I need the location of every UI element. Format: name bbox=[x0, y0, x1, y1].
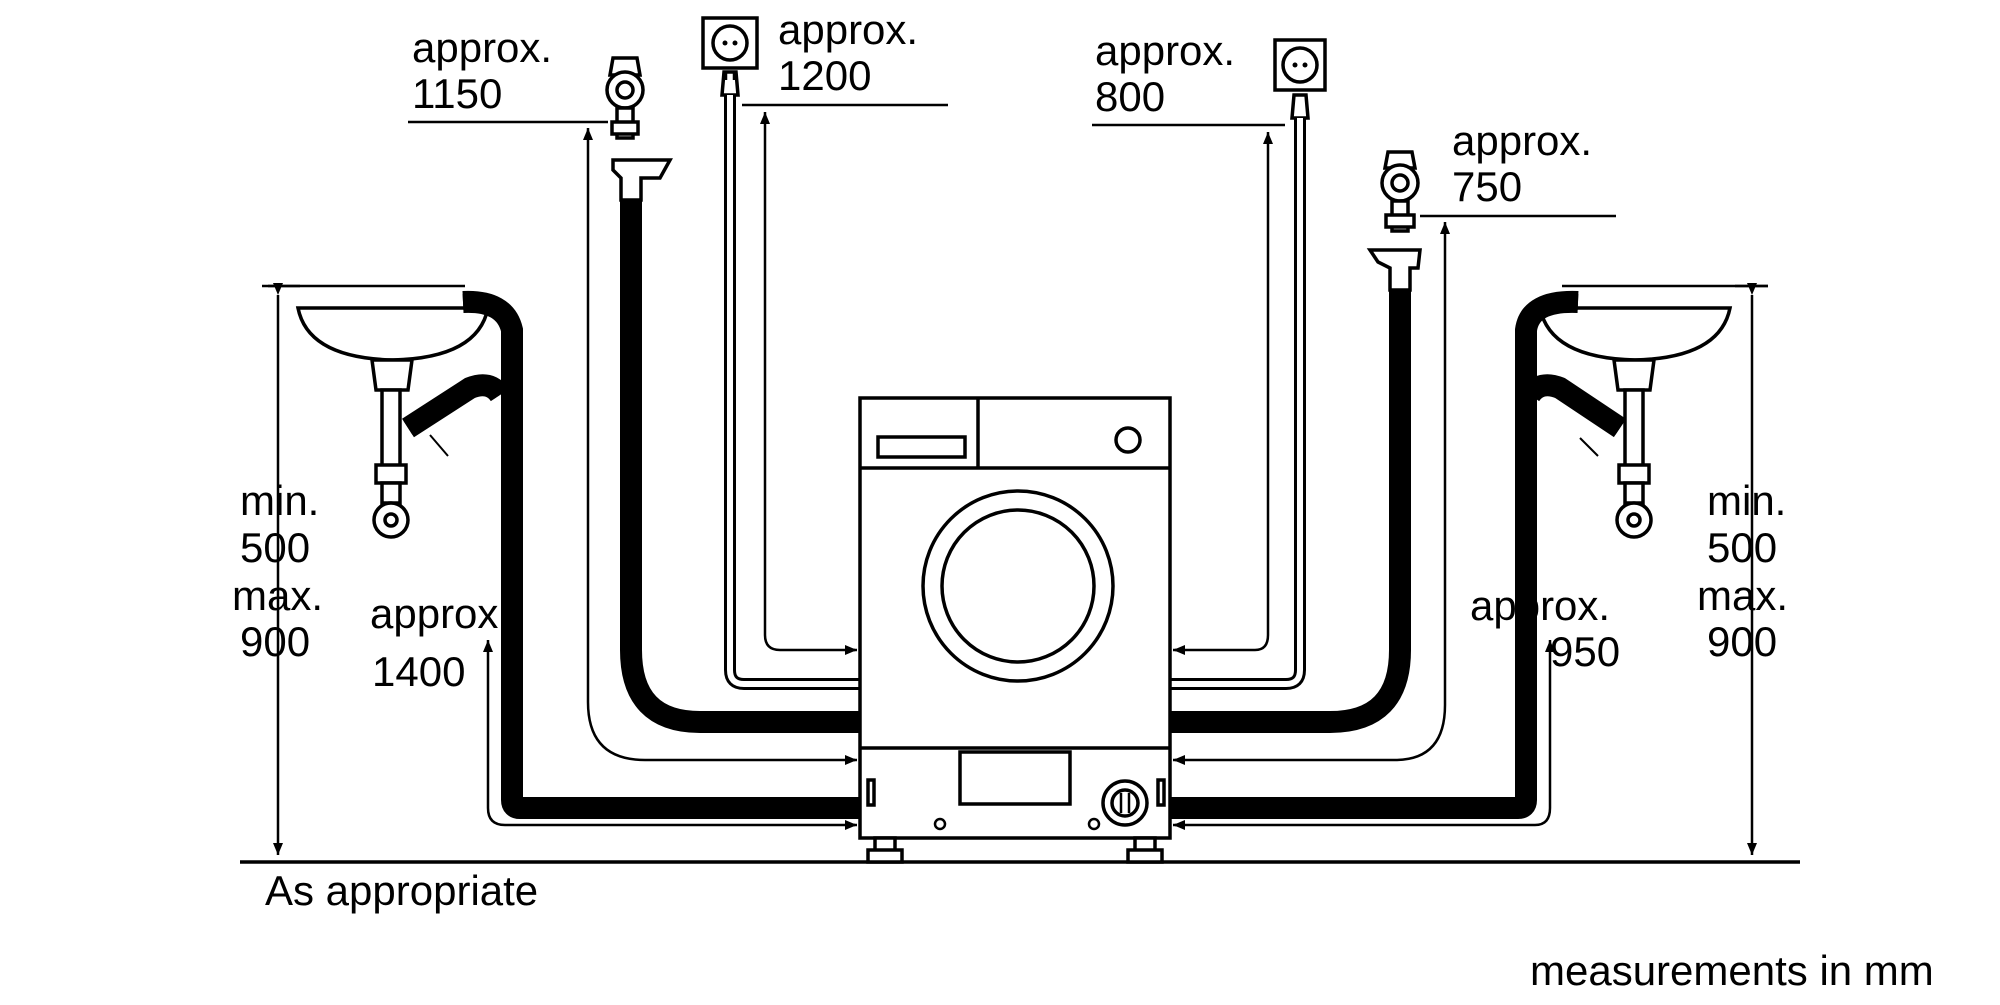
right-sink bbox=[1537, 284, 1768, 539]
service-flap bbox=[958, 750, 1072, 806]
left-drain-value: 1400 bbox=[372, 648, 465, 695]
left-height-min-label: min. bbox=[240, 477, 319, 524]
left-height-max-label: max. bbox=[232, 572, 323, 619]
left-water-tap bbox=[605, 56, 673, 202]
left-socket-approx-label: approx. bbox=[778, 6, 918, 53]
right-drain-hose bbox=[1170, 290, 1627, 819]
right-drain-value: 950 bbox=[1550, 628, 1620, 675]
right-power-socket bbox=[1273, 38, 1327, 120]
right-power-cable bbox=[1170, 118, 1306, 690]
left-height-min-value: 500 bbox=[240, 524, 310, 571]
floor-note: As appropriate bbox=[265, 867, 538, 914]
left-dimension-arrows bbox=[262, 103, 948, 855]
units-note: measurements in mm bbox=[1530, 947, 1934, 994]
left-tap-approx-label: approx. bbox=[412, 24, 552, 71]
right-tap-approx-label: approx. bbox=[1452, 117, 1592, 164]
right-dimension-arrows bbox=[1092, 123, 1768, 855]
washing-machine bbox=[858, 396, 1172, 864]
right-socket-approx-label: approx. bbox=[1095, 27, 1235, 74]
right-drain-approx-label: approx. bbox=[1470, 582, 1610, 629]
right-height-min-value: 500 bbox=[1707, 524, 1777, 571]
left-tap-value: 1150 bbox=[412, 70, 502, 117]
right-height-min-label: min. bbox=[1707, 477, 1786, 524]
right-height-max-label: max. bbox=[1697, 572, 1788, 619]
pump-filter bbox=[1101, 779, 1149, 827]
right-water-tap bbox=[1366, 150, 1422, 292]
detergent-drawer bbox=[876, 435, 967, 459]
right-tap-value: 750 bbox=[1452, 163, 1522, 210]
right-inlet-hose bbox=[1170, 290, 1411, 733]
left-power-cable bbox=[724, 95, 860, 690]
left-sink bbox=[268, 284, 491, 539]
left-drain-hose bbox=[402, 290, 860, 819]
left-drain-approx-label: approx. bbox=[370, 590, 510, 637]
left-socket-value: 1200 bbox=[778, 52, 871, 99]
left-power-socket bbox=[701, 16, 759, 97]
left-inlet-hose bbox=[620, 200, 860, 733]
right-height-max-value: 900 bbox=[1707, 618, 1777, 665]
program-dial bbox=[1114, 426, 1142, 454]
left-height-max-value: 900 bbox=[240, 618, 310, 665]
right-socket-value: 800 bbox=[1095, 73, 1165, 120]
door-glass bbox=[940, 508, 1096, 664]
